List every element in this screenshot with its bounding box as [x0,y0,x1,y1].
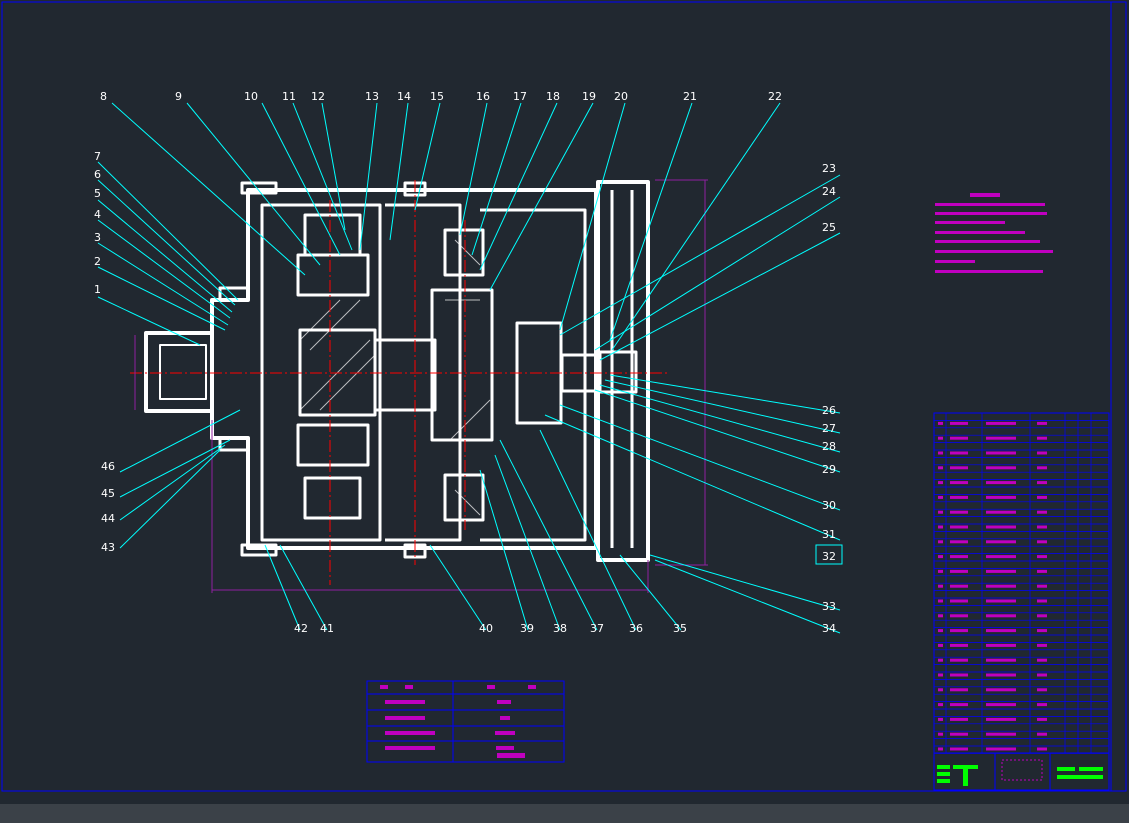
balloons-left: 7 6 5 4 3 2 1 46 45 44 43 [94,150,115,554]
balloon-10: 10 [244,90,258,103]
balloon-26: 26 [822,404,836,417]
balloon-45: 45 [101,487,115,500]
spec-table [366,680,565,763]
balloon-40: 40 [479,622,493,635]
balloon-33: 33 [822,600,836,613]
balloon-29: 29 [822,463,836,476]
balloon-14: 14 [397,90,411,103]
balloon-37: 37 [590,622,604,635]
logo-right [1057,767,1103,779]
logo-left [937,765,978,786]
balloon-22: 22 [768,90,782,103]
balloon-39: 39 [520,622,534,635]
balloons-bottom: 42 41 40 39 38 37 36 35 [294,622,687,635]
balloon-3: 3 [94,231,101,244]
balloon-6: 6 [94,168,101,181]
balloon-30: 30 [822,499,836,512]
balloon-31: 31 [822,528,836,541]
balloons-right: 23 24 25 26 27 28 29 30 31 32 33 34 [822,162,836,635]
leader-lines [97,102,841,634]
title-block [933,752,1110,791]
status-bar [0,804,1129,823]
spec-table-text [380,685,536,758]
balloon-12: 12 [311,90,325,103]
balloon-43: 43 [101,541,115,554]
parts-list [933,412,1110,754]
balloon-38: 38 [553,622,567,635]
balloon-23: 23 [822,162,836,175]
balloon-25: 25 [822,221,836,234]
balloon-16: 16 [476,90,490,103]
balloon-13: 13 [365,90,379,103]
balloon-41: 41 [320,622,334,635]
balloon-24: 24 [822,185,836,198]
technical-notes [935,193,1053,273]
section-hatching [299,239,491,516]
balloon-11: 11 [282,90,296,103]
balloon-20: 20 [614,90,628,103]
balloon-42: 42 [294,622,308,635]
balloon-1: 1 [94,283,101,296]
balloon-35: 35 [673,622,687,635]
balloon-44: 44 [101,512,115,525]
balloon-2: 2 [94,255,101,268]
balloon-18: 18 [546,90,560,103]
part-balloons: 8 9 10 11 12 13 14 15 16 17 18 19 20 21 … [94,90,836,635]
gearbox-assembly [144,180,650,562]
balloon-36: 36 [629,622,643,635]
dimension-lines [134,179,708,593]
balloon-8: 8 [100,90,107,103]
balloon-46: 46 [101,460,115,473]
balloon-4: 4 [94,208,101,221]
balloon-15: 15 [430,90,444,103]
balloon-19: 19 [582,90,596,103]
balloon-7: 7 [94,150,101,163]
balloon-17: 17 [513,90,527,103]
center-lines [130,180,670,585]
balloon-32-box [815,544,843,565]
balloons-top: 8 9 10 11 12 13 14 15 16 17 18 19 20 21 … [100,90,782,103]
balloon-34: 34 [822,622,836,635]
drawing-border [1,1,1127,792]
balloon-32: 32 [822,550,836,563]
balloon-27: 27 [822,422,836,435]
balloon-5: 5 [94,187,101,200]
balloon-9: 9 [175,90,182,103]
balloon-21: 21 [683,90,697,103]
balloon-28: 28 [822,440,836,453]
